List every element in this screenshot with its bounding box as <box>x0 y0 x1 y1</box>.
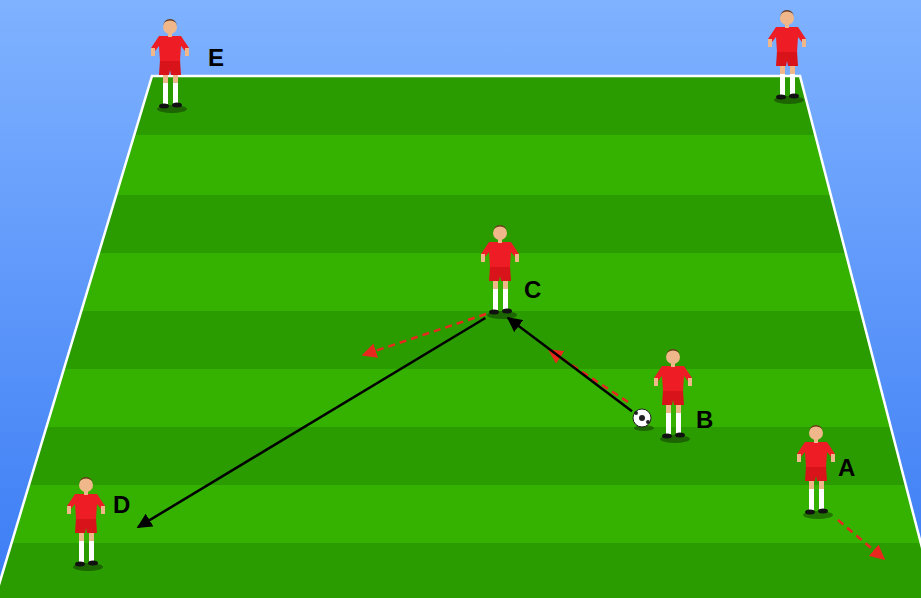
run-arrow <box>838 520 884 559</box>
pitch-stripe <box>0 311 921 369</box>
pitch-stripe <box>0 135 921 195</box>
player-figure <box>654 349 692 443</box>
player-figure <box>151 19 189 113</box>
player-label: E <box>208 46 224 70</box>
player-figure <box>768 10 806 104</box>
player-marker: B <box>632 348 722 444</box>
pitch-stripe <box>0 0 921 76</box>
pitch-boundary <box>0 76 921 598</box>
pitch-stripe <box>0 427 921 485</box>
player-figure <box>481 225 519 319</box>
pass-arrow <box>138 318 485 527</box>
ball <box>633 409 654 431</box>
player-figure <box>67 477 105 571</box>
player-label: B <box>696 408 713 432</box>
pitch-stripe <box>0 485 921 543</box>
run-arrows <box>363 314 884 559</box>
player-figure <box>797 425 835 519</box>
players <box>67 10 835 571</box>
player-label: A <box>838 456 855 480</box>
pitch-stripe <box>0 543 921 598</box>
player-marker: E <box>152 18 242 114</box>
pass-arrow <box>508 318 632 411</box>
player-marker: D <box>66 466 138 572</box>
player-marker: C <box>478 222 550 318</box>
player-marker: A <box>790 414 862 518</box>
run-arrow <box>363 314 486 355</box>
pitch-stripe <box>0 195 921 253</box>
player-label: C <box>524 278 541 302</box>
pitch-stripe <box>0 369 921 427</box>
pitch-stripe <box>0 253 921 311</box>
player-label: D <box>113 493 130 517</box>
